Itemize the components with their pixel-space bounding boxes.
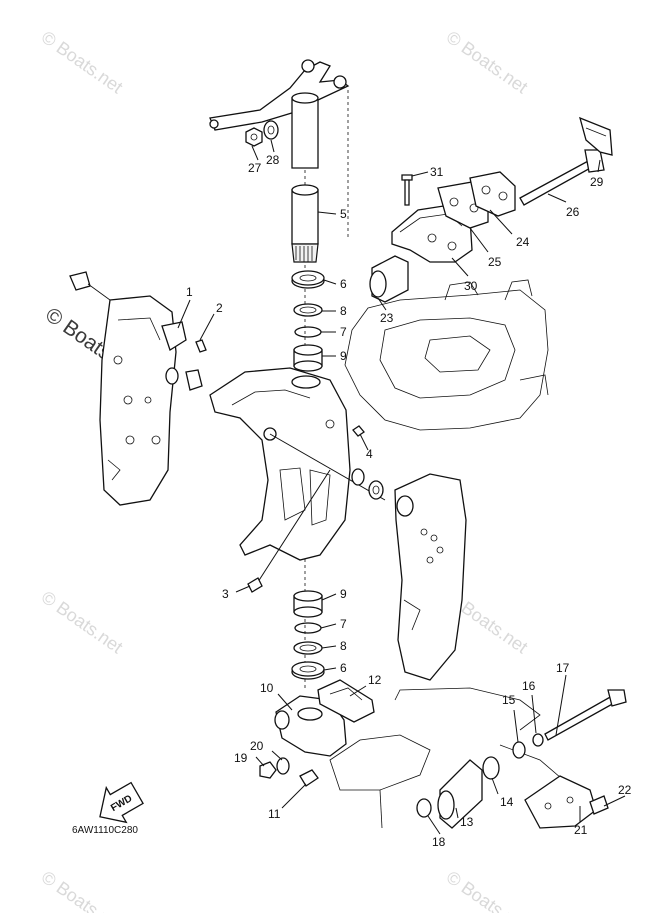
callout-16: 16 — [522, 679, 536, 693]
callout-10: 10 — [260, 681, 274, 695]
callout-4: 4 — [366, 447, 373, 461]
watermark: © Boats.net — [38, 27, 127, 97]
callout-30: 30 — [464, 279, 478, 293]
callout-18: 18 — [432, 835, 446, 849]
callout-20: 20 — [250, 739, 264, 753]
callout-26: 26 — [566, 205, 580, 219]
callout-24: 24 — [516, 235, 530, 249]
callout-21: 21 — [574, 823, 588, 837]
lower-right-assembly — [416, 689, 627, 829]
callout-19: 19 — [234, 751, 248, 765]
clamp-bracket-left — [69, 271, 207, 506]
watermark: © Boats.net — [443, 867, 532, 913]
leader-lines — [177, 139, 626, 835]
fwd-arrow: FWD — [99, 781, 144, 824]
callout-15: 15 — [502, 693, 516, 707]
callout-5: 5 — [340, 207, 347, 221]
callouts: 1 2 3 4 5 6 6 7 7 8 8 9 9 10 11 12 13 14… — [186, 153, 632, 849]
steering-shaft-assembly — [209, 59, 350, 690]
upper-bushing-stack — [291, 270, 325, 372]
upper-mount-assembly — [369, 116, 613, 303]
watermark: © Boats.net — [38, 867, 127, 913]
diagram-code: 6AW1110C280 — [72, 825, 138, 836]
callout-6b: 6 — [340, 661, 347, 675]
lower-bushing-stack — [291, 590, 325, 680]
nut-27-washer-28 — [245, 120, 279, 147]
callout-11: 11 — [268, 807, 281, 821]
watermark: © Boats.net — [443, 27, 532, 97]
callout-7a: 7 — [340, 325, 347, 339]
bolt-4-collars — [351, 425, 384, 500]
callout-12: 12 — [368, 673, 382, 687]
callout-17: 17 — [556, 661, 570, 675]
callout-3: 3 — [222, 587, 229, 601]
callout-22: 22 — [618, 783, 632, 797]
callout-6a: 6 — [340, 277, 347, 291]
callout-2: 2 — [216, 301, 223, 315]
bottom-cowling-outline — [344, 279, 549, 431]
callout-23: 23 — [380, 311, 394, 325]
clamp-bracket-right — [394, 473, 467, 681]
swivel-bracket — [209, 367, 386, 586]
callout-14: 14 — [500, 795, 514, 809]
callout-25: 25 — [488, 255, 502, 269]
lower-mount-assembly — [259, 679, 375, 787]
callout-28: 28 — [266, 153, 280, 167]
callout-29: 29 — [590, 175, 604, 189]
callout-7b: 7 — [340, 617, 347, 631]
bolt-3 — [247, 577, 263, 593]
watermark: © Boats.net — [38, 587, 127, 657]
callout-1: 1 — [186, 285, 193, 299]
callout-31: 31 — [430, 165, 444, 179]
callout-8a: 8 — [340, 304, 347, 318]
callout-9b: 9 — [340, 587, 347, 601]
callout-8b: 8 — [340, 639, 347, 653]
callout-9a: 9 — [340, 349, 347, 363]
callout-13: 13 — [460, 815, 474, 829]
callout-27: 27 — [248, 161, 262, 175]
